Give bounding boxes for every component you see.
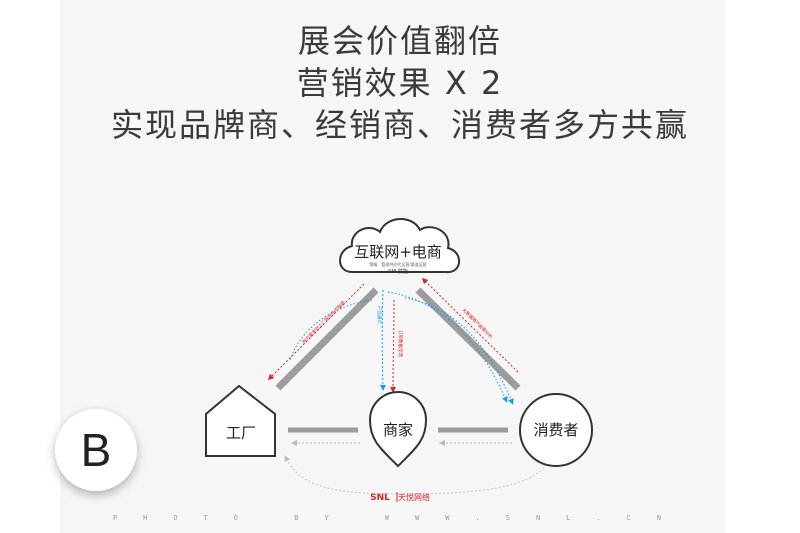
blue-curve-right-2 <box>387 291 508 403</box>
consumer-circle <box>519 393 593 467</box>
right-red-arrow <box>421 277 519 373</box>
cloud-title: 互联网+电商 <box>354 243 442 261</box>
photo-credit: PHOTO BY WWW.SNL.CN <box>112 514 688 522</box>
factory-label: 工厂 <box>226 424 256 442</box>
factory-house <box>205 384 276 457</box>
dealer-pin <box>368 390 428 468</box>
return-arc <box>284 455 545 495</box>
dealer-label: 商家 <box>383 421 413 439</box>
center-up-label: 订单数据反馈 <box>397 330 404 357</box>
center-down-label: 产品展示 <box>376 306 383 324</box>
right-thick-bar <box>415 287 521 391</box>
blue-curve-right <box>404 297 514 405</box>
center-down-red-arrow <box>390 299 397 393</box>
version-badge: B <box>55 409 137 491</box>
footer-brand-en: SNL <box>370 493 390 503</box>
center-down-blue-arrow <box>379 289 386 391</box>
left-thick-bar <box>275 287 379 391</box>
cloud-brand: SNL赋能 <box>388 268 408 275</box>
cloud-shape <box>339 218 460 274</box>
headline-line-3: 实现品牌商、经销商、消费者多方共赢 <box>110 106 689 144</box>
badge-letter: B <box>80 424 112 476</box>
headline-line-2: 营销效果 X 2 <box>296 64 504 102</box>
consumer-label: 消费者 <box>533 421 578 439</box>
cloud-subtitle: 策略、管理供应代运营/渠道运营 <box>369 261 426 267</box>
footer-brand-cn: 天悦网络 <box>398 492 430 502</box>
headline-line-1: 展会价值翻倍 <box>297 22 502 60</box>
